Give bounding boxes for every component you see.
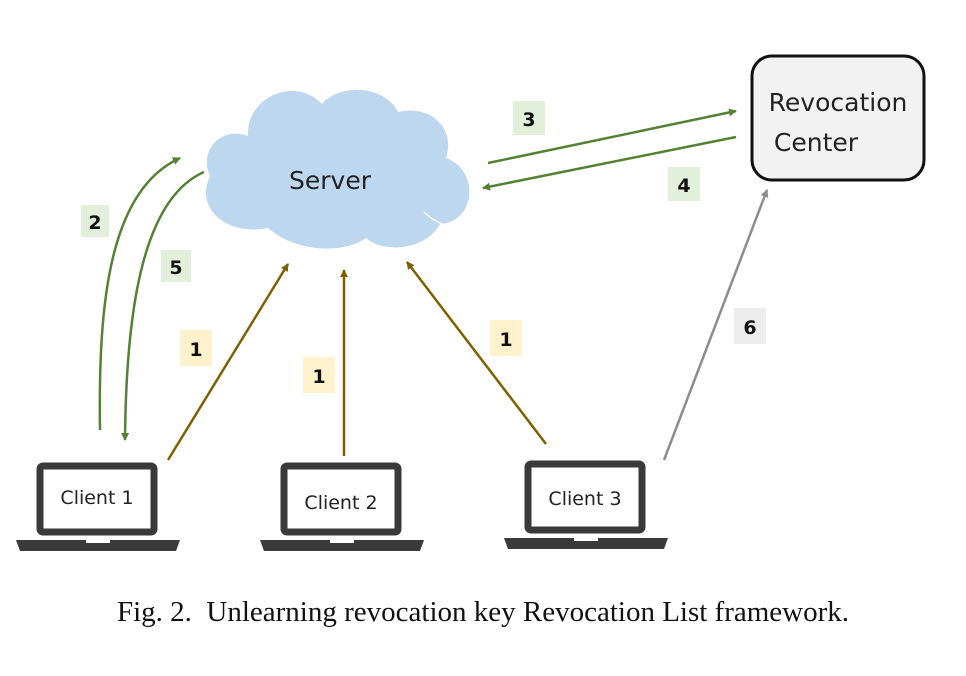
svg-text:1: 1 xyxy=(312,366,325,388)
arrow-5 xyxy=(121,170,205,441)
arrow-3 xyxy=(487,108,737,165)
laptop-client2: Client 2 xyxy=(260,462,424,551)
svg-text:2: 2 xyxy=(88,212,101,234)
arrows xyxy=(98,108,769,461)
laptop-client1: Client 1 xyxy=(16,462,180,551)
step-badge-1-client1: 1 xyxy=(180,330,212,366)
arrow-1-client3 xyxy=(406,261,547,445)
svg-text:5: 5 xyxy=(169,257,182,279)
revocation-center-label-line1: Revocation xyxy=(769,88,908,117)
step-badge-1-client3: 1 xyxy=(490,320,522,356)
step-badge-3: 3 xyxy=(513,101,545,135)
svg-text:3: 3 xyxy=(522,109,535,131)
step-badge-1-client2: 1 xyxy=(303,357,335,393)
svg-text:4: 4 xyxy=(677,175,690,197)
client2-label: Client 2 xyxy=(304,492,377,514)
arrow-1-client1 xyxy=(166,263,290,461)
svg-text:1: 1 xyxy=(499,329,512,351)
arrow-2 xyxy=(98,156,181,431)
client3-label: Client 3 xyxy=(548,488,621,510)
revocation-center-box: Revocation Center xyxy=(750,54,926,182)
svg-text:6: 6 xyxy=(743,317,756,339)
laptop-client3: Client 3 xyxy=(504,460,668,549)
client1-label: Client 1 xyxy=(60,487,133,509)
arrow-4 xyxy=(482,135,737,191)
step-badge-4: 4 xyxy=(668,167,700,201)
step-badge-6: 6 xyxy=(734,308,766,344)
arrow-6 xyxy=(662,189,769,461)
step-badge-2: 2 xyxy=(81,205,109,237)
revocation-center-label-line2: Center xyxy=(774,128,859,157)
server-cloud: Server xyxy=(205,89,470,249)
step-badge-5: 5 xyxy=(161,250,191,282)
server-label: Server xyxy=(289,166,372,195)
figure-caption: Fig. 2. Unlearning revocation key Revoca… xyxy=(116,596,850,628)
svg-text:1: 1 xyxy=(189,339,202,361)
step-badges: 2 5 3 4 1 1 1 6 xyxy=(81,101,766,393)
